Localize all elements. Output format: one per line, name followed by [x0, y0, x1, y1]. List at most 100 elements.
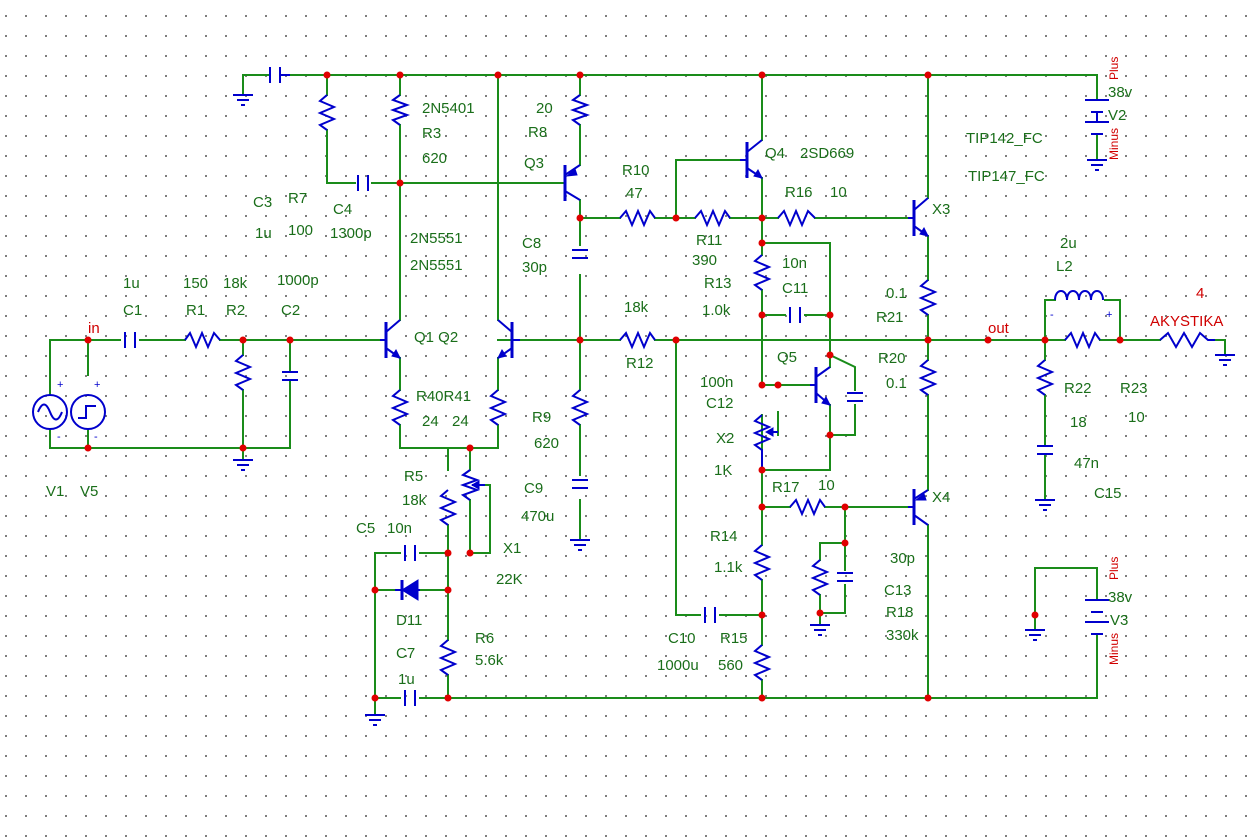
label-r11-value: 390	[692, 252, 717, 269]
label-r7: R7	[288, 190, 307, 207]
label-c11-value: 10n	[782, 255, 807, 272]
capacitor-c11	[789, 307, 801, 323]
label-r11: R11	[696, 232, 722, 249]
label-r40-value: 24	[422, 413, 439, 430]
ground-symbol-r18	[810, 624, 830, 636]
label-r15: R15	[720, 630, 748, 647]
label-x1-value: 22K	[496, 571, 523, 588]
label-r8-value: 20	[536, 100, 553, 117]
label-c10: C10	[668, 630, 696, 647]
capacitor-c7	[404, 690, 416, 706]
label-r20: R20	[878, 350, 906, 367]
label-r2: R2	[226, 302, 245, 319]
label-r22-value: 18	[1070, 414, 1087, 431]
speaker-label: AKYSTIKA	[1150, 313, 1223, 330]
label-r6-value: 5.6k	[475, 652, 504, 669]
ac-source-v1	[32, 394, 68, 430]
capacitor-c5	[404, 545, 416, 561]
label-c15-value: 47n	[1074, 455, 1099, 472]
label-r41-value: 24	[452, 413, 469, 430]
svg-text:+: +	[1106, 309, 1112, 321]
capacitor-top	[269, 67, 290, 83]
resistor-r14	[752, 544, 772, 581]
label-r18-value: 330k	[886, 627, 919, 644]
ground-symbol-speaker	[1215, 354, 1235, 366]
battery-v3	[1085, 599, 1109, 635]
label-r14-value: 1.1k	[714, 559, 743, 576]
resistor-r11	[694, 208, 731, 228]
ground-symbol-v2	[1087, 159, 1107, 171]
label-q4-type: 2SD669	[800, 145, 854, 162]
capacitor-c2	[282, 371, 298, 381]
resistor-r1	[184, 330, 221, 350]
net-label-out: out	[988, 320, 1010, 337]
label-c4: C4	[333, 201, 352, 218]
label-c3: C3	[253, 194, 272, 211]
capacitor-c10	[704, 607, 716, 623]
battery-v2	[1085, 99, 1109, 135]
label-r13-value: 1.0k	[702, 302, 731, 319]
label-r9: R9	[532, 409, 551, 426]
label-r2-value: 18k	[223, 275, 248, 292]
label-r5-value: 18k	[402, 492, 427, 509]
resistor-r20	[918, 359, 938, 396]
wires	[49, 74, 1226, 716]
capacitor-c9	[572, 479, 588, 489]
transistor-q2	[497, 319, 520, 359]
v2-plus: Plus	[1107, 57, 1121, 80]
label-v2: V2	[1108, 107, 1126, 124]
label-r23-value: 10	[1128, 409, 1145, 426]
label-c7: C7	[396, 645, 415, 662]
resistor-r2	[233, 354, 253, 391]
resistor-r7	[317, 94, 337, 131]
label-r10-value: 47	[626, 185, 643, 202]
label-c15: C15	[1094, 485, 1122, 502]
resistor-r22h	[1064, 330, 1101, 350]
v3-plus: Plus	[1107, 557, 1121, 580]
resistor-r13	[752, 254, 772, 291]
net-label-in: in	[88, 320, 100, 337]
label-v1: V1	[46, 483, 64, 500]
potentiometer-x2	[752, 414, 778, 470]
resistor-r22	[1035, 359, 1055, 396]
polarity-marks: +- +- -+	[57, 309, 1112, 443]
label-v5: V5	[80, 483, 98, 500]
ground-symbol-c9	[570, 539, 590, 551]
label-r20-value: 0.1	[886, 375, 907, 392]
resistor-r16	[777, 208, 816, 228]
resistor-r12	[619, 330, 656, 350]
transistor-x3	[908, 197, 929, 237]
resistor-r3	[390, 94, 410, 126]
label-r10: R10	[622, 162, 650, 179]
label-r17: R17	[772, 479, 800, 496]
label-v2-value: 38v	[1108, 84, 1133, 101]
transistor-x4	[908, 489, 929, 526]
svg-text:-: -	[1050, 309, 1054, 321]
ground-symbol-bottom	[365, 714, 385, 726]
resistor-r10	[619, 208, 656, 228]
ground-symbol-top	[233, 94, 253, 106]
label-c5-value: 10n	[387, 520, 412, 537]
capacitor-c15	[1037, 445, 1053, 455]
capacitor-c12	[847, 392, 863, 402]
capacitor-c8	[572, 249, 588, 259]
label-q5: Q5	[777, 349, 797, 366]
transistor-q5	[810, 366, 831, 406]
label-c8: C8	[522, 235, 541, 252]
label-c9-value: 470u	[521, 508, 554, 525]
component-labels: V1 V5 1u C1 150 R1 18k R2 1000p C2 C3 1u…	[46, 84, 1148, 688]
label-q3: Q3	[524, 155, 544, 172]
label-c7-value: 1u	[398, 671, 415, 688]
label-r12: R12	[626, 355, 654, 372]
label-r5: R5	[404, 468, 423, 485]
label-r1: R1	[186, 302, 205, 319]
resistor-r40	[390, 389, 410, 426]
label-c8-value: 30p	[522, 259, 547, 276]
label-q4: Q4	[765, 145, 785, 162]
v2-minus: Minus	[1107, 128, 1121, 160]
label-r3: R3	[422, 125, 441, 142]
svg-text:+: +	[57, 379, 63, 391]
label-r21-value: 0.1	[886, 285, 907, 302]
